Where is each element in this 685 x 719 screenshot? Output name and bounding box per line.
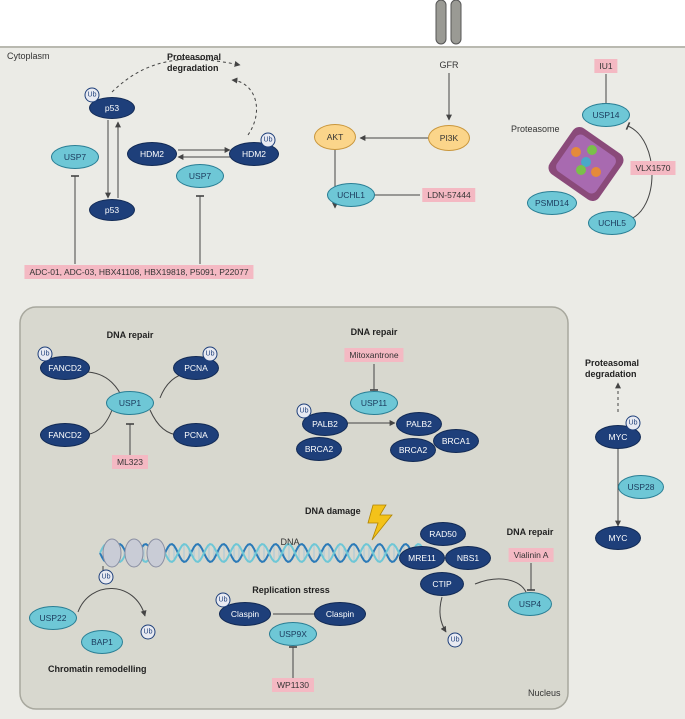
brca2-node: BRCA2 bbox=[390, 438, 436, 462]
ubiquitin-tag: Ub bbox=[140, 624, 156, 640]
ubiquitin-tag: Ub bbox=[625, 415, 641, 431]
vialinin-a-box: Vialinin A bbox=[508, 548, 554, 562]
usp7-node: USP7 bbox=[51, 145, 99, 169]
ubiquitin-tag: Ub bbox=[84, 87, 100, 103]
ldn-57444-box: LDN-57444 bbox=[422, 188, 476, 202]
proteasome-label: Proteasome bbox=[511, 124, 560, 134]
usp22-node: USP22 bbox=[29, 606, 77, 630]
hdm2-node: HDM2 bbox=[127, 142, 177, 166]
usp7-inhibitors-box: ADC-01, ADC-03, HBX41108, HBX19818, P509… bbox=[24, 265, 254, 279]
pcna-node: PCNA bbox=[173, 423, 219, 447]
replication-stress-label: Replication stress bbox=[252, 585, 330, 595]
usp1-node: USP1 bbox=[106, 391, 154, 415]
ubiquitin-tag: Ub bbox=[202, 346, 218, 362]
rad50-node: RAD50 bbox=[420, 522, 466, 546]
myc-node: MYC bbox=[595, 526, 641, 550]
myc-node: MYC bbox=[595, 425, 641, 449]
ubiquitin-tag: Ub bbox=[260, 132, 276, 148]
mre11-node: MRE11 bbox=[399, 546, 445, 570]
lightning-icon bbox=[367, 504, 393, 541]
dna-repair-label-usp1: DNA repair bbox=[106, 330, 154, 340]
chromatin-remodelling-label: Chromatin remodelling bbox=[48, 664, 147, 674]
ubiquitin-tag: Ub bbox=[296, 403, 312, 419]
ml323-box: ML323 bbox=[112, 455, 148, 469]
dna-repair-label-usp11: DNA repair bbox=[350, 327, 398, 337]
p53-node: p53 bbox=[89, 199, 135, 221]
iu1-box: IU1 bbox=[594, 59, 618, 73]
usp14-node: USP14 bbox=[582, 103, 630, 127]
usp28-node: USP28 bbox=[618, 475, 664, 499]
vlx1570-box: VLX1570 bbox=[630, 161, 676, 175]
gfr-receptor bbox=[435, 0, 462, 45]
nucleosome-icon bbox=[102, 538, 166, 568]
ubiquitin-tag: Ub bbox=[447, 632, 463, 648]
usp7-node: USP7 bbox=[176, 164, 224, 188]
p53-node: p53 bbox=[89, 97, 135, 119]
uchl5-node: UCHL5 bbox=[588, 211, 636, 235]
uchl1-node: UCHL1 bbox=[327, 183, 375, 207]
gfr-label: GFR bbox=[439, 60, 459, 70]
ubiquitin-tag: Ub bbox=[37, 346, 53, 362]
fancd2-node: FANCD2 bbox=[40, 423, 90, 447]
usp11-node: USP11 bbox=[350, 391, 398, 415]
usp9x-node: USP9X bbox=[269, 622, 317, 646]
pi3k-node: PI3K bbox=[428, 125, 470, 151]
palb2-node: PALB2 bbox=[302, 412, 348, 436]
wp1130-box: WP1130 bbox=[272, 678, 314, 692]
ubiquitin-tag: Ub bbox=[98, 569, 114, 585]
brca1-node: BRCA1 bbox=[433, 429, 479, 453]
claspin-node: Claspin bbox=[219, 602, 271, 626]
mitoxantrone-box: Mitoxantrone bbox=[344, 348, 404, 362]
nbs1-node: NBS1 bbox=[445, 546, 491, 570]
ctip-node: CTIP bbox=[420, 572, 464, 596]
dna-damage-label: DNA damage bbox=[305, 506, 361, 516]
dna-label: DNA bbox=[280, 537, 300, 547]
nucleus-label: Nucleus bbox=[528, 688, 561, 698]
claspin-node: Claspin bbox=[314, 602, 366, 626]
bap1-node: BAP1 bbox=[81, 630, 123, 654]
dna-repair-label-usp4: DNA repair bbox=[506, 527, 554, 537]
palb2-node: PALB2 bbox=[396, 412, 442, 436]
brca2-node: BRCA2 bbox=[296, 437, 342, 461]
psmd14-node: PSMD14 bbox=[527, 191, 577, 215]
cytoplasm-label: Cytoplasm bbox=[7, 51, 50, 61]
akt-node: AKT bbox=[314, 124, 356, 150]
proteasomal-degradation-label: Proteasomal degradation bbox=[167, 52, 222, 73]
proteasomal-degradation-label-myc: Proteasomal degradation bbox=[585, 358, 640, 379]
nucleus-region bbox=[19, 306, 569, 710]
ubiquitin-tag: Ub bbox=[215, 592, 231, 608]
usp4-node: USP4 bbox=[508, 592, 552, 616]
proteasome-icon bbox=[548, 126, 624, 202]
